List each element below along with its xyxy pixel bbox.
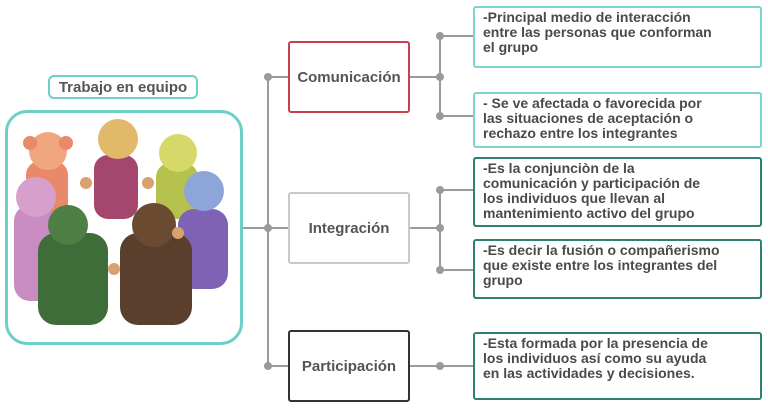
detail-integracion-1: -Es la conjunciòn de la comunicación y p… [473,157,762,227]
topic-participacion: Participación [288,330,410,402]
topic-comunicacion: Comunicación [288,41,410,113]
child-figure [94,119,138,219]
detail-comunicacion-2: - Se ve afectada o favorecida por las si… [473,92,762,148]
topic-integracion: Integración [288,192,410,264]
illustration-frame [5,110,243,345]
held-hands [80,177,184,275]
child-figure [38,205,108,325]
detail-integracion-2: -Es decir la fusión o compañerismo que e… [473,239,762,299]
children-holding-hands-circle-illustration [14,119,228,325]
child-figure [156,134,198,219]
detail-comunicacion-1: -Principal medio de interacción entre la… [473,6,762,68]
diagram-title: Trabajo en equipo [48,75,198,99]
child-figure [120,203,192,325]
detail-participacion-1: -Esta formada por la presencia de los in… [473,332,762,400]
